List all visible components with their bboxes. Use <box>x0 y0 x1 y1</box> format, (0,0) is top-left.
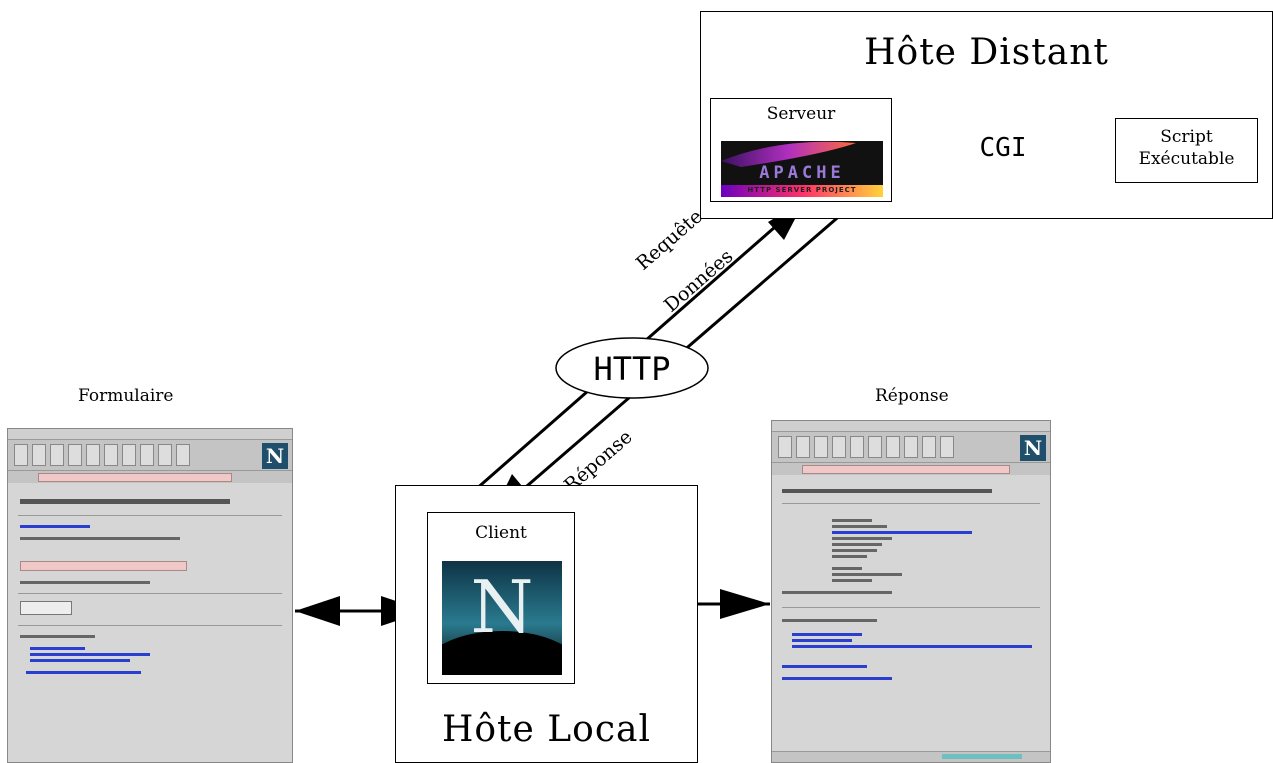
remote-host-title: Hôte Distant <box>864 32 1109 73</box>
cgi-label: CGI <box>979 133 1027 163</box>
browser-menubar <box>772 421 1050 432</box>
browser-statusbar <box>772 751 1050 762</box>
netscape-small-icon: N <box>262 443 288 469</box>
http-label: HTTP <box>593 350 671 388</box>
form-browser-thumbnail: N <box>7 428 293 763</box>
client-label: Client <box>475 523 527 543</box>
script-box: Script Exécutable <box>1115 118 1258 183</box>
apache-logo-text: APACHE <box>759 163 845 183</box>
browser-menubar <box>8 429 292 440</box>
response-page-content <box>772 475 1050 762</box>
netscape-logo-letter: N <box>470 565 534 649</box>
local-host-title: Hôte Local <box>441 709 651 750</box>
apache-logo-subtext: HTTP SERVER PROJECT <box>747 186 857 194</box>
form-caption: Formulaire <box>78 386 174 406</box>
http-ellipse <box>555 337 709 399</box>
form-text-input <box>20 561 187 571</box>
form-page-content <box>8 483 292 762</box>
server-box: Serveur APACHE HTTP SERVER PROJECT <box>710 98 892 202</box>
browser-toolbar: N <box>772 432 1050 463</box>
client-box: Client N <box>427 512 575 684</box>
apache-feather-icon <box>721 141 883 197</box>
response-link-arrow-right <box>720 589 770 619</box>
form-link-arrow-left <box>295 596 340 626</box>
apache-logo: APACHE HTTP SERVER PROJECT <box>721 141 883 197</box>
server-label: Serveur <box>766 104 836 124</box>
browser-toolbar: N <box>8 440 292 471</box>
script-label-line1: Script <box>1160 127 1213 147</box>
response-browser-thumbnail: N <box>771 420 1051 763</box>
netscape-small-icon: N <box>1020 435 1046 461</box>
script-label-line2: Exécutable <box>1138 149 1235 169</box>
response-caption: Réponse <box>875 386 949 406</box>
form-submit-buttons <box>20 601 72 615</box>
netscape-logo-icon: N <box>442 561 562 675</box>
